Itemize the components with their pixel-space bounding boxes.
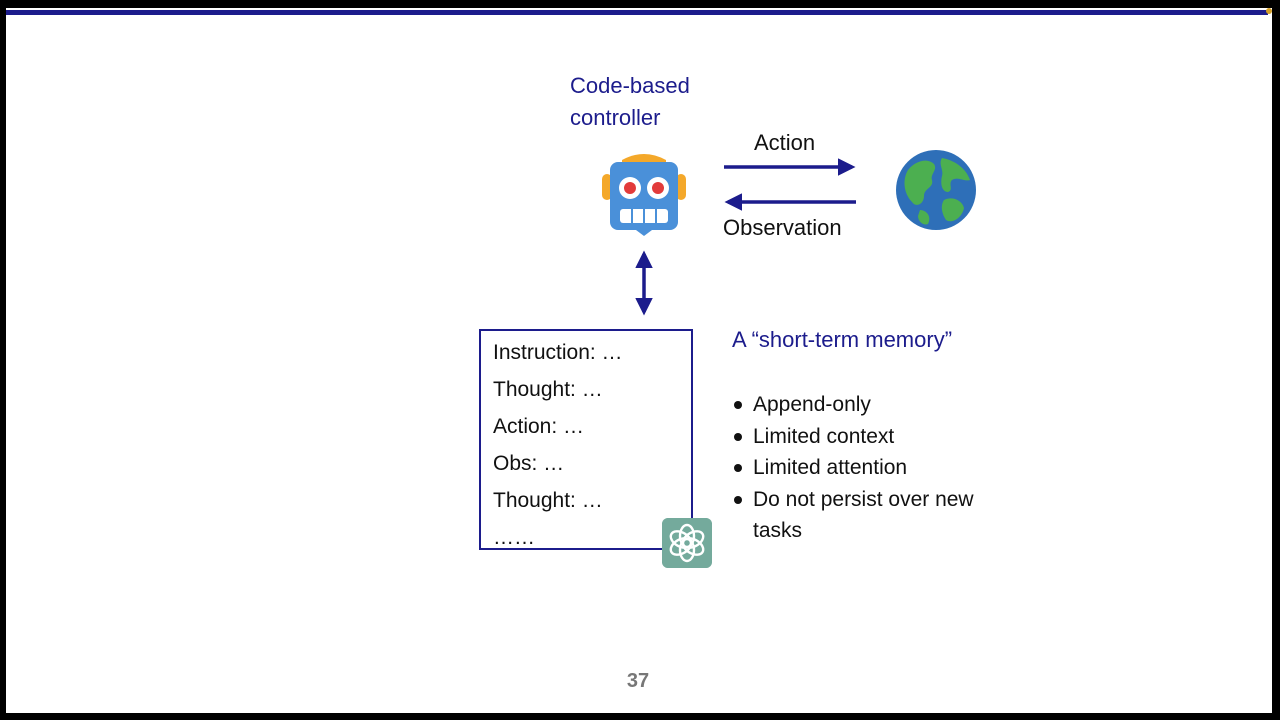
robot-pupil-right [652, 182, 664, 194]
globe-land-europe [940, 158, 970, 192]
top-accent-bar [6, 10, 1268, 15]
robot-chin [636, 230, 652, 236]
page-number: 37 [626, 670, 650, 692]
memory-line-action: Action: … [493, 415, 585, 438]
memory-property-limited-attention: Limited attention [732, 452, 1012, 484]
robot-ear-right [676, 174, 686, 200]
memory-property-append-only: Append-only [732, 389, 1012, 421]
globe-icon [896, 150, 976, 230]
memory-line-instruction: Instruction: … [493, 341, 623, 364]
globe-land-africa [941, 198, 964, 222]
memory-line-ellipsis: …… [493, 526, 535, 549]
observation-label: Observation [723, 215, 842, 240]
action-label: Action [754, 130, 816, 155]
openai-logo-icon [662, 518, 712, 568]
memory-property-not-persistent: Do not persist over new tasks [732, 484, 1012, 547]
globe-land-america [904, 160, 936, 205]
globe-land-south [918, 210, 930, 225]
memory-line-thought: Thought: … [493, 378, 603, 401]
robot-ear-left [602, 174, 612, 200]
memory-line-thought-2: Thought: … [493, 489, 603, 512]
memory-box: Instruction: … Thought: … Action: … Obs:… [479, 329, 693, 550]
robot-icon [602, 154, 686, 236]
memory-heading: A “short-term memory” [732, 327, 953, 352]
memory-properties-list: Append-only Limited context Limited atte… [732, 389, 1012, 547]
robot-pupil-left [624, 182, 636, 194]
openai-logo-knot [669, 523, 705, 563]
memory-line-obs: Obs: … [493, 452, 565, 475]
slide: Code-based controller [6, 8, 1272, 713]
memory-property-limited-context: Limited context [732, 421, 1012, 453]
controller-title: Code-based controller [570, 73, 690, 130]
top-accent-dot [1266, 8, 1272, 14]
